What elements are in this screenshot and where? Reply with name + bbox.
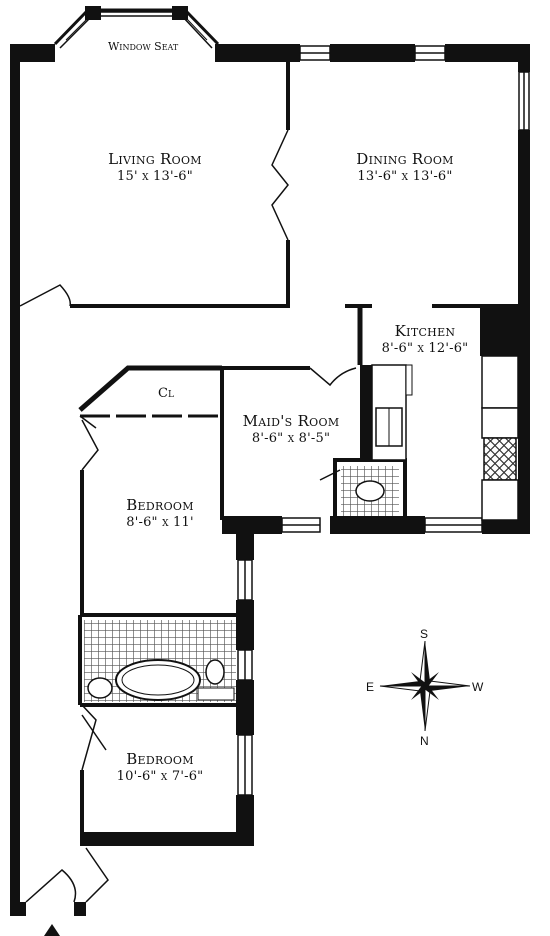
room-dims: 15' x 13'-6" (117, 168, 193, 184)
room-label-maids: Maid's Room 8'-6" x 8'-5" (236, 412, 346, 447)
closet-label: Cl (158, 386, 174, 401)
room-name: Dining Room (356, 150, 454, 168)
compass-east-label: E (366, 680, 375, 694)
interior-walls (70, 62, 520, 840)
room-dims: 13'-6" x 13'-6" (357, 168, 453, 184)
room-name: Maid's Room (242, 412, 340, 430)
window-seat-label: Window Seat (108, 40, 179, 53)
compass-north-label: N (420, 734, 429, 748)
entry-arrow-icon (44, 924, 60, 936)
kitchen-fixtures (360, 306, 520, 521)
compass-rose-icon (379, 640, 471, 732)
room-name: Living Room (108, 150, 202, 168)
room-name: Bedroom (126, 496, 194, 514)
bay-window (53, 6, 220, 49)
east-windows (237, 517, 483, 796)
room-dims: 8'-6" x 11' (126, 514, 194, 530)
compass-south-label: S (420, 627, 429, 641)
room-label-kitchen: Kitchen 8'-6" x 12'-6" (370, 322, 480, 357)
room-dims: 10'-6" x 7'-6" (116, 768, 204, 784)
room-dims: 8'-6" x 8'-5" (251, 430, 331, 446)
room-dims: 8'-6" x 12'-6" (381, 340, 469, 356)
room-label-bedroom-2: Bedroom 10'-6" x 7'-6" (100, 750, 220, 785)
doors (19, 129, 357, 903)
dining-windows (299, 45, 530, 131)
maids-bath (333, 458, 407, 524)
bathroom (84, 620, 236, 702)
room-label-dining: Dining Room 13'-6" x 13'-6" (335, 150, 475, 185)
room-label-living: Living Room 15' x 13'-6" (85, 150, 225, 185)
compass-west-label: W (472, 680, 484, 694)
room-label-bedroom-1: Bedroom 8'-6" x 11' (100, 496, 220, 531)
room-name: Bedroom (126, 750, 194, 768)
room-name: Kitchen (394, 322, 456, 340)
